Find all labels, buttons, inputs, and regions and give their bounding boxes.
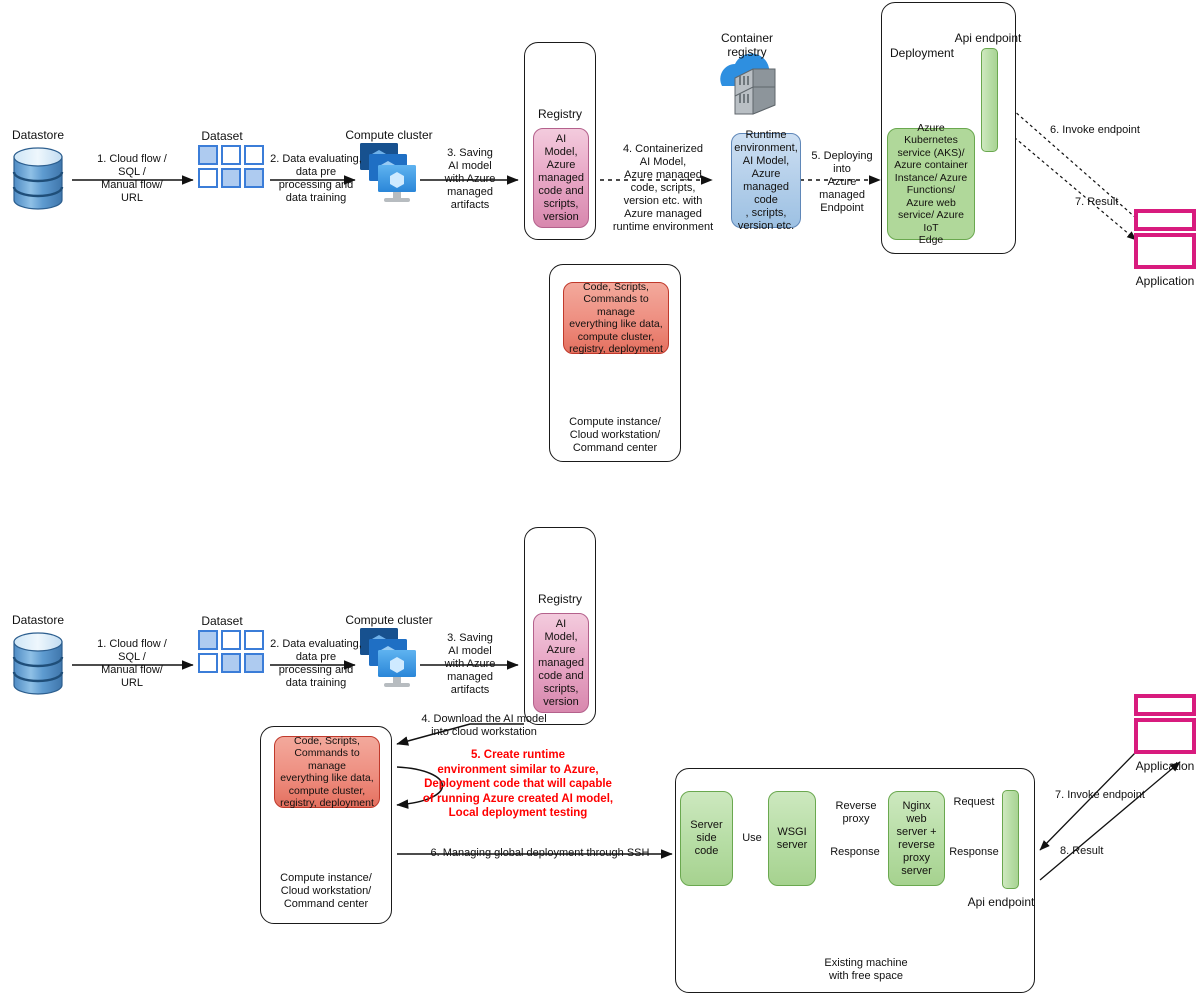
compute-cluster-label-bottom: Compute cluster	[345, 613, 433, 627]
existing-machine-label: Existing machine with free space	[824, 957, 908, 982]
response-label-2: Response	[949, 846, 999, 858]
step1-label-top: 1. Cloud flow / SQL / Manual flow/ URL	[97, 153, 167, 204]
reverse-proxy-label: Reverse proxy	[835, 800, 877, 825]
step5-label-top: 5. Deploying into Azure managed Endpoint	[811, 150, 873, 214]
response-label-1: Response	[830, 846, 880, 858]
dataset-grid-icon-bottom	[198, 630, 264, 673]
api-endpoint-label-top: Api endpoint	[954, 31, 1022, 45]
step3-label-bottom: 3. Saving AI model with Azure managed ar…	[444, 632, 496, 696]
step6-label-top: 6. Invoke endpoint	[1050, 124, 1140, 136]
database-cylinder-icon-bottom	[12, 632, 64, 695]
step1-label-bottom: 1. Cloud flow / SQL / Manual flow/ URL	[97, 638, 167, 689]
step2-label-top: 2. Data evaluating, data pre processing …	[270, 153, 362, 204]
registry-label-top: Registry	[537, 107, 582, 121]
nginx-server-box[interactable]: Nginx web server + reverse proxy server	[888, 791, 945, 886]
step3-label-top: 3. Saving AI model with Azure managed ar…	[444, 147, 496, 211]
compute-instance-label-bottom: Compute instance/ Cloud workstation/ Com…	[280, 872, 372, 910]
use-label: Use	[742, 832, 762, 844]
container-registry-label-top: Container registry	[720, 31, 774, 59]
application-label-bottom: Application	[1135, 759, 1195, 773]
dataset-grid-icon-top	[198, 145, 264, 188]
registry-label-bottom: Registry	[537, 592, 582, 606]
datastore-label-bottom: Datastore	[11, 613, 65, 627]
compute-cluster-icon-bottom	[360, 628, 416, 687]
existing-machine-container	[675, 768, 1035, 993]
api-endpoint-bar-bottom[interactable]	[1002, 790, 1019, 889]
step7-label-top: 7. Result	[1075, 196, 1119, 208]
step4-label-bottom: 4. Download the AI model into cloud work…	[421, 713, 547, 738]
application-window-icon-top	[1134, 209, 1196, 269]
application-label-top: Application	[1135, 274, 1195, 288]
api-endpoint-label-bottom: Api endpoint	[967, 895, 1035, 909]
step5-note-bottom: 5. Create runtime environment similar to…	[422, 749, 614, 819]
cloud-containers-icon-top	[720, 53, 776, 115]
compute-cluster-label-top: Compute cluster	[345, 128, 433, 142]
api-endpoint-bar-top[interactable]	[981, 48, 998, 152]
server-side-code-box[interactable]: Server side code	[680, 791, 733, 886]
dataset-label-top: Dataset	[201, 129, 243, 143]
ai-model-box-bottom[interactable]: AI Model, Azure managed code and scripts…	[533, 613, 589, 713]
ai-model-box-top[interactable]: AI Model, Azure managed code and scripts…	[533, 128, 589, 228]
database-cylinder-icon-top	[12, 147, 64, 210]
arrow-result-bottom	[1039, 761, 1181, 881]
datastore-label-top: Datastore	[11, 128, 65, 142]
runtime-environment-box-top[interactable]: Runtime environment, AI Model, Azure man…	[731, 129, 801, 232]
step7-label-bottom: 7. Invoke endpoint	[1055, 789, 1145, 801]
code-scripts-box-top[interactable]: Code, Scripts, Commands to manage everyt…	[563, 281, 669, 355]
wsgi-server-box[interactable]: WSGI server	[768, 791, 816, 886]
step8-label-bottom: 8. Result	[1060, 845, 1104, 857]
arrow-result-top	[995, 121, 1137, 241]
azure-services-box-top[interactable]: Azure Kubernetes service (AKS)/ Azure co…	[887, 122, 975, 246]
step6-label-bottom: 6. Managing global deployment through SS…	[430, 847, 650, 859]
compute-cluster-icon-top	[360, 143, 416, 202]
step2-label-bottom: 2. Data evaluating, data pre processing …	[270, 638, 362, 689]
application-window-icon-bottom	[1134, 694, 1196, 754]
code-scripts-box-bottom[interactable]: Code, Scripts, Commands to manage everyt…	[274, 735, 380, 809]
compute-instance-label-top: Compute instance/ Cloud workstation/ Com…	[569, 416, 661, 454]
deployment-label-top: Deployment	[889, 46, 955, 60]
step4-label-top: 4. Containerized AI Model, Azure managed…	[612, 143, 714, 233]
request-label: Request	[953, 796, 995, 808]
dataset-label-bottom: Dataset	[201, 614, 243, 628]
